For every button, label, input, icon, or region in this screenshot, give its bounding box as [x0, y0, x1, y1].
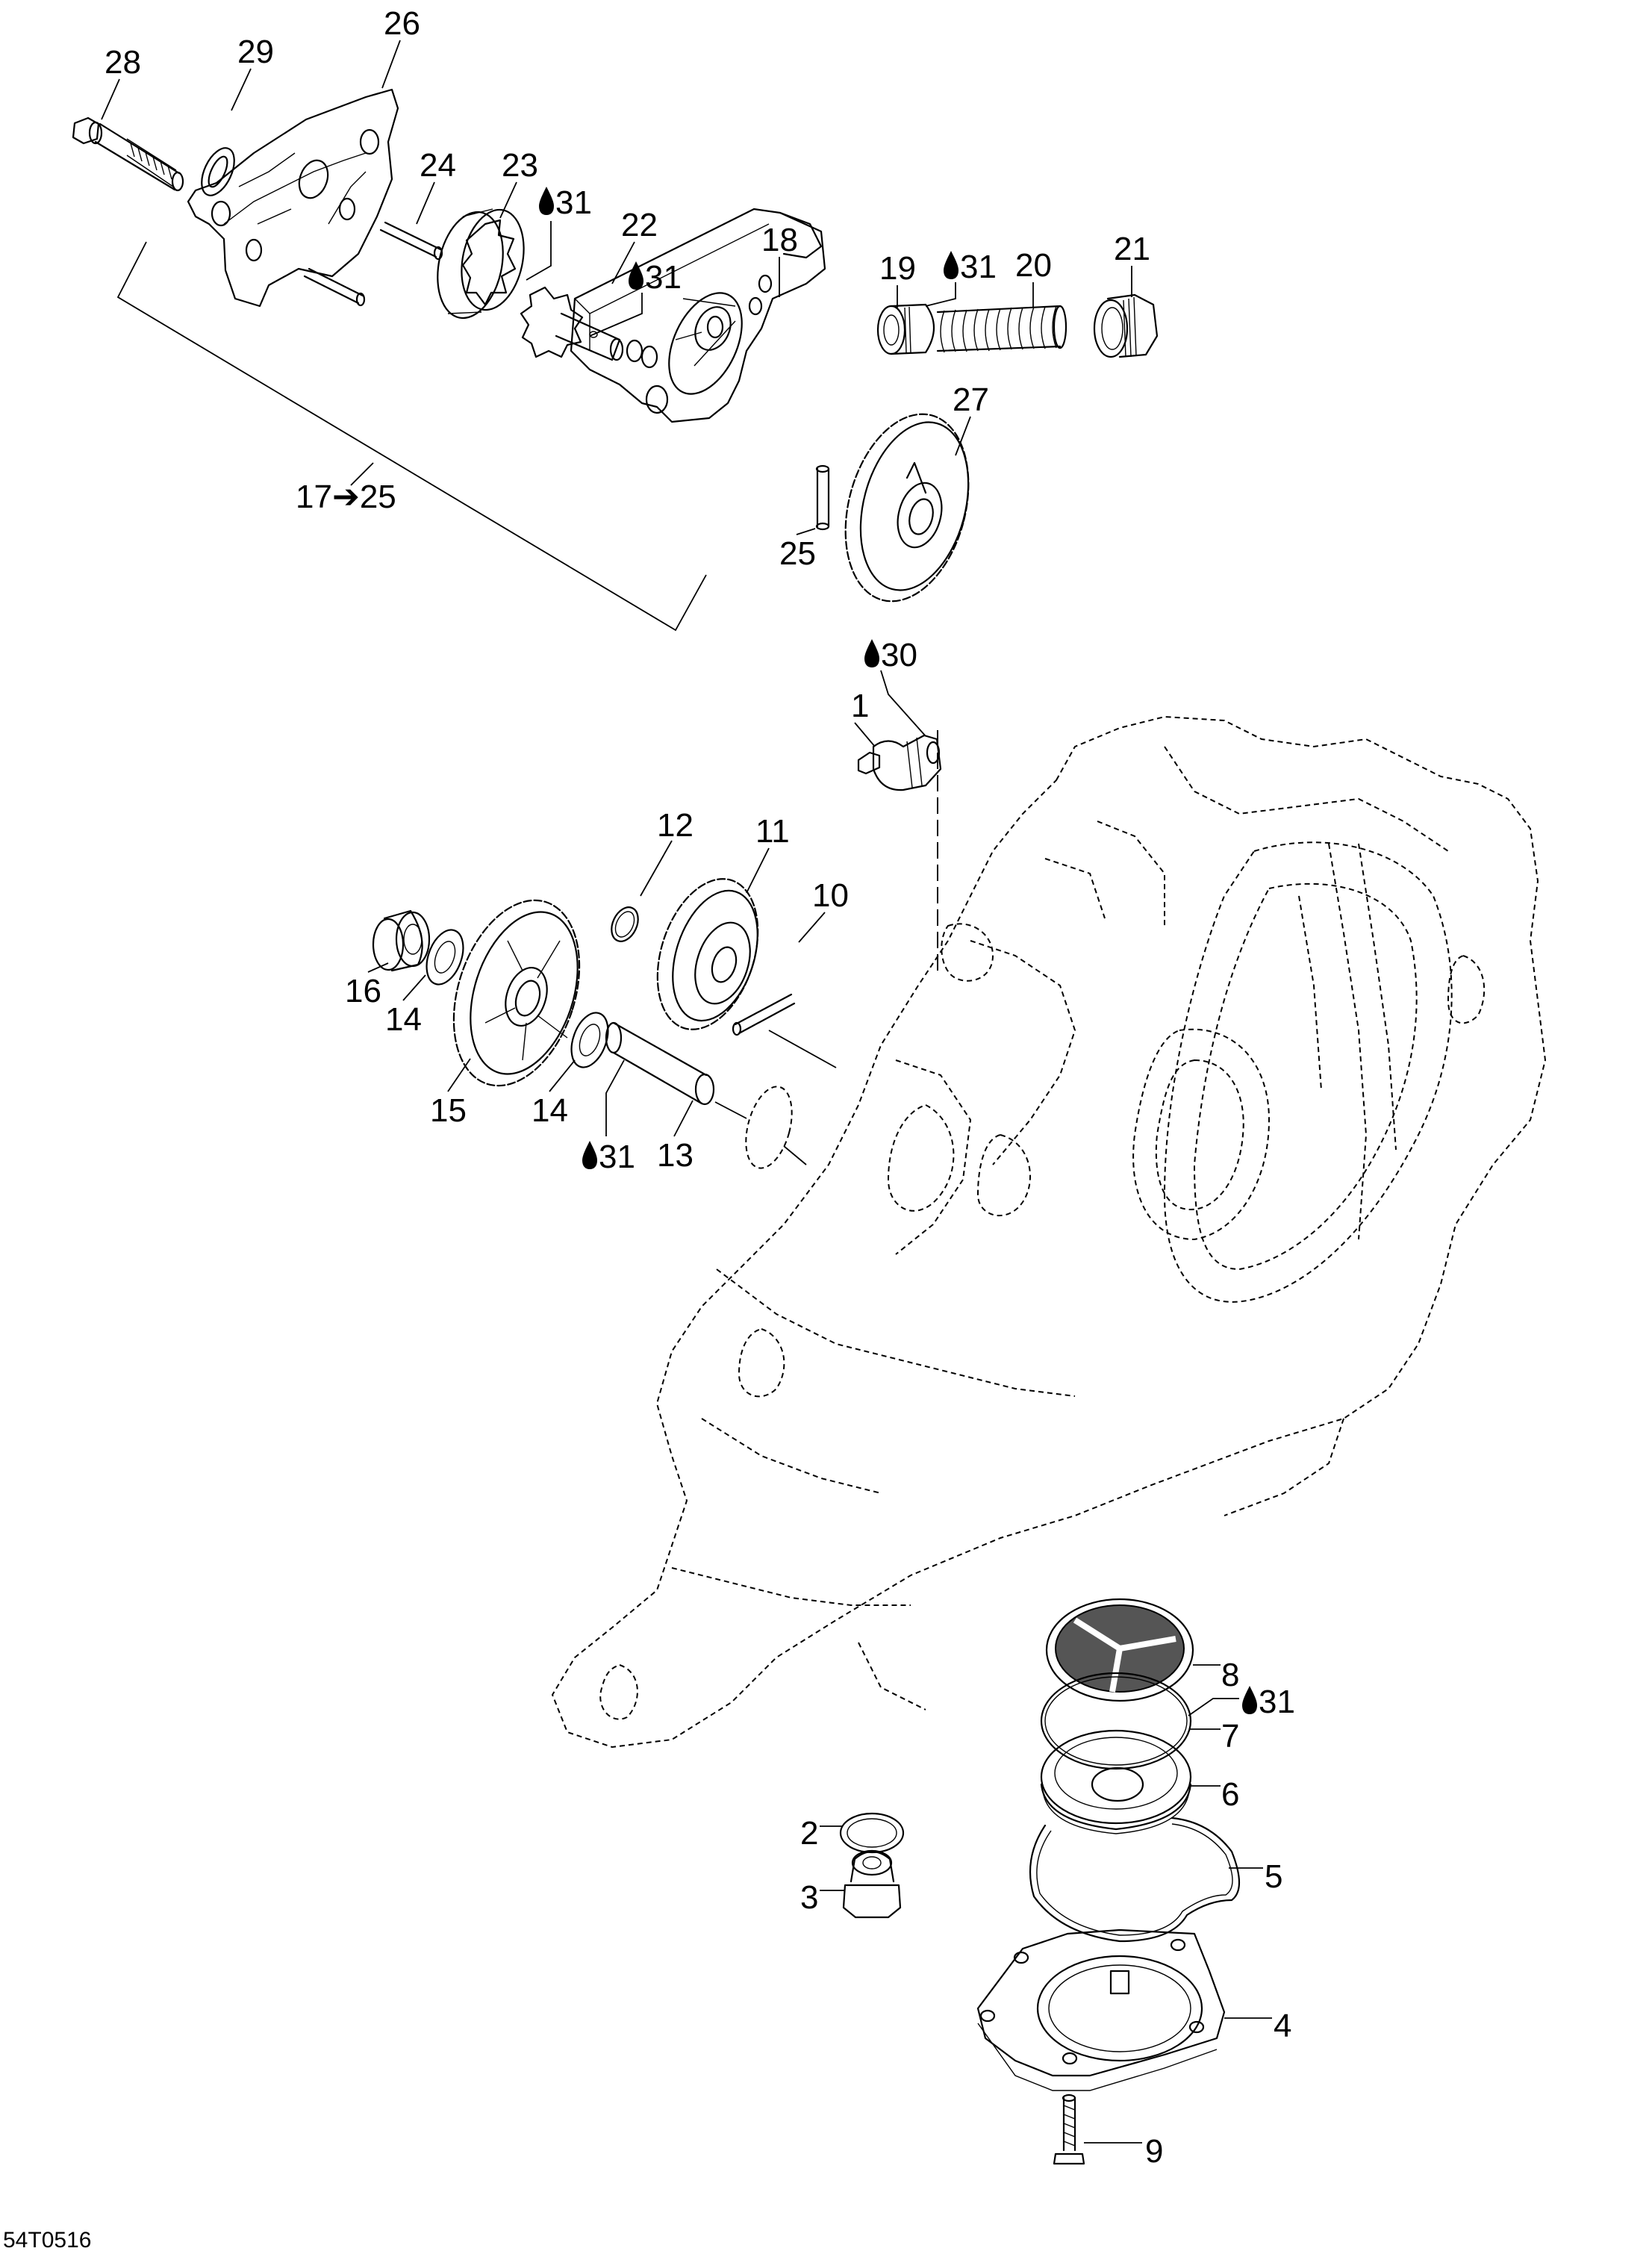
callout-19: 19 [879, 250, 916, 287]
callout-25: 26 [384, 5, 420, 42]
svg-text:17➔25: 17➔25 [296, 479, 396, 515]
callout-29: 29 [237, 34, 274, 70]
svg-text:31: 31 [555, 184, 592, 221]
arrow-right-icon: ➔ [332, 479, 360, 515]
callout-27: 27 [953, 382, 989, 418]
part-13-shaft [605, 1021, 715, 1106]
svg-text:31: 31 [1259, 1684, 1295, 1720]
callout-5: 5 [1265, 1858, 1282, 1895]
part-15-gear [452, 899, 581, 1087]
part-19-relief-piston [876, 303, 935, 355]
o-ring-phantom [714, 1086, 807, 1169]
leader-lines [101, 40, 1272, 2144]
assembly-range-label: 17➔25 [296, 479, 396, 515]
svg-text:31: 31 [960, 249, 997, 285]
callout-15: 15 [430, 1092, 467, 1129]
callout-10: 10 [812, 877, 849, 914]
part-28-bolt [72, 116, 184, 192]
callout-14-a: 14 [385, 1001, 422, 1038]
part-2-sealing-ring [839, 1812, 905, 1854]
callout-28: 28 [105, 44, 141, 81]
callout-24: 24 [420, 147, 456, 184]
part-23-outer-rotor [437, 208, 525, 320]
part-14-washer-a [426, 929, 464, 986]
callout-8: 8 [1221, 1657, 1239, 1693]
lubricant-callout-31-c: 31 [944, 249, 997, 285]
callout-11: 11 [755, 813, 790, 850]
part-22-inner-rotor-shaft [520, 286, 624, 361]
crankcase-phantom-outline [551, 715, 1547, 1749]
callout-12: 12 [657, 807, 693, 844]
part-27-driven-gear [844, 413, 970, 603]
assembly-range-to: 25 [360, 479, 396, 515]
callout-2: 2 [800, 1815, 818, 1852]
svg-text:30: 30 [881, 637, 917, 673]
lubricant-callout-30: 30 [864, 637, 917, 673]
callout-9: 9 [1145, 2133, 1163, 2170]
assembly-bracket [116, 241, 707, 632]
lubricant-callout-31-d: 31 [582, 1139, 635, 1175]
lubricant-callouts: 31 31 31 30 31 31 [539, 184, 1295, 1720]
part-1-oil-pressure-sensor [857, 734, 942, 791]
part-12-circlip [611, 906, 639, 942]
callout-18: 18 [761, 222, 798, 258]
oil-drop-icon [864, 639, 879, 667]
part-21-plug [1093, 293, 1159, 358]
part-11-gear [656, 878, 759, 1030]
callout-4: 4 [1274, 2008, 1291, 2044]
oil-drop-icon [539, 187, 554, 215]
svg-text:31: 31 [645, 259, 682, 296]
part-4-strainer-cover [976, 1928, 1226, 2091]
part-29-washer [201, 147, 235, 196]
part-8-strainer-screen [1045, 1598, 1194, 1702]
part-14-washer-b [570, 1012, 609, 1068]
lubricant-callout-31-b: 31 [629, 259, 682, 296]
callout-16: 16 [345, 973, 381, 1009]
assembly-range-from: 17 [296, 479, 332, 515]
callout-13: 13 [657, 1137, 693, 1174]
oil-drop-icon [582, 1141, 597, 1169]
callout-14-b: 14 [532, 1092, 568, 1129]
drawing-code: 54T0516 [3, 2228, 91, 2253]
part-6-strainer-cap [1040, 1729, 1192, 1834]
part-18-pump-housing [570, 208, 826, 423]
lubricant-callout-31-e: 31 [1242, 1684, 1295, 1720]
callout-7: 7 [1221, 1718, 1239, 1755]
callout-3: 3 [800, 1879, 818, 1916]
callout-22: 22 [621, 207, 658, 243]
part-24-dowel-pins [303, 221, 443, 307]
part-26-pin [815, 464, 830, 531]
part-5-gasket [1029, 1817, 1240, 1943]
part-3-drain-plug [842, 1849, 902, 1919]
part-25-pump-cover [187, 88, 399, 308]
oil-drop-icon [1242, 1686, 1257, 1714]
callout-labels: 28 29 26 24 23 22 18 19 20 21 27 25 1 12… [105, 5, 1291, 2170]
callout-20: 20 [1015, 247, 1052, 284]
part-10-pin [732, 993, 837, 1068]
lubricant-callout-31-a: 31 [539, 184, 592, 221]
callout-6: 6 [1221, 1776, 1239, 1813]
callout-26: 25 [779, 535, 816, 572]
oil-drop-icon [944, 251, 959, 279]
callout-23: 23 [502, 147, 538, 184]
svg-text:31: 31 [599, 1139, 635, 1175]
oil-drop-icon [629, 261, 643, 290]
callout-1: 1 [851, 688, 869, 724]
part-9-screw [1053, 2093, 1085, 2165]
part-16-bushing [372, 909, 431, 972]
callout-21: 21 [1114, 231, 1150, 267]
part-20-spring [936, 305, 1067, 353]
